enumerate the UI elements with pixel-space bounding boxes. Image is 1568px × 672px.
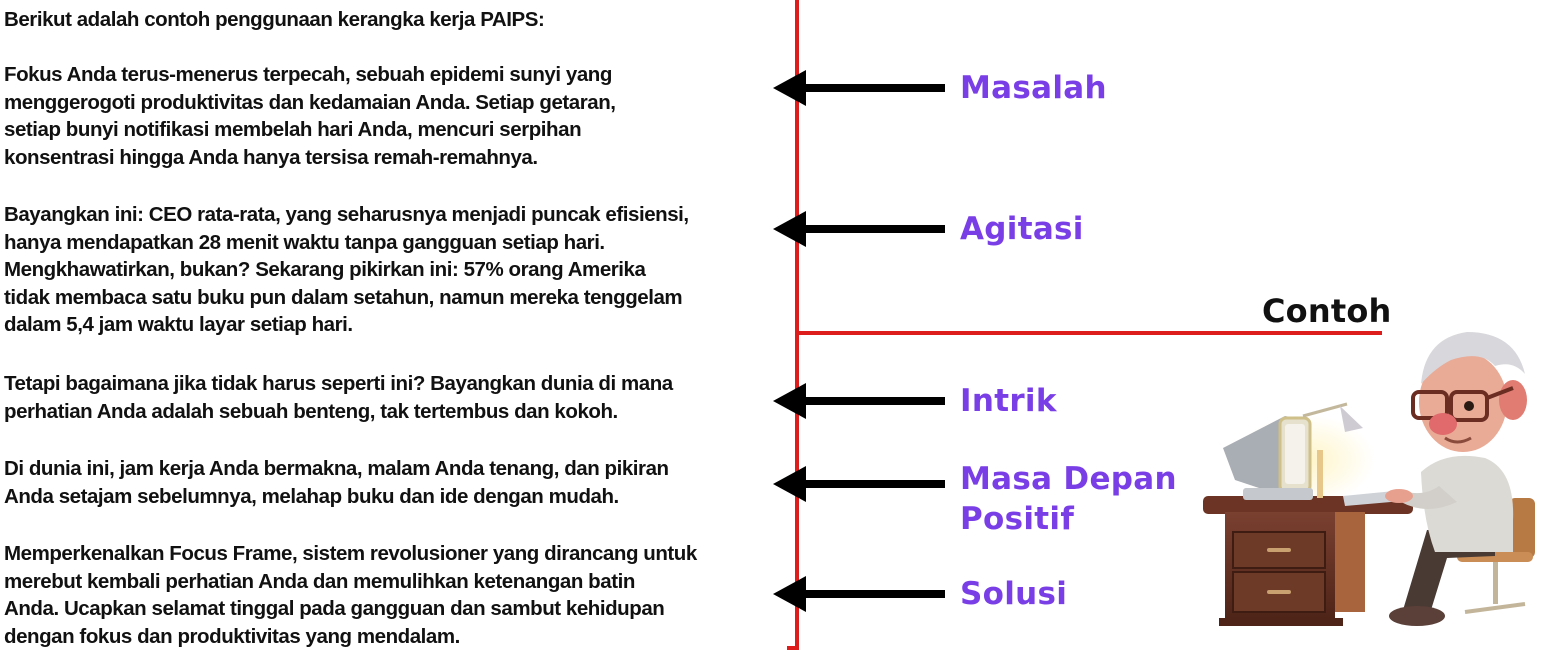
- arrow-left-icon: [773, 576, 945, 612]
- arrow-left-icon: [773, 211, 945, 247]
- label-masalah: Masalah: [960, 70, 1107, 106]
- section-divider-line: [797, 331, 1382, 335]
- paragraph-solusi: Memperkenalkan Focus Frame, sistem revol…: [4, 542, 697, 648]
- arrow-left-icon: [773, 70, 945, 106]
- label-intrik: Intrik: [960, 383, 1057, 419]
- label-masa-depan-positif: Masa Depan Positif: [960, 461, 1177, 537]
- paragraph-masalah: Fokus Anda terus-menerus terpecah, sebua…: [4, 63, 616, 169]
- label-agitasi: Agitasi: [960, 211, 1084, 247]
- arrow-left-icon: [773, 466, 945, 502]
- label-solusi: Solusi: [960, 576, 1068, 612]
- paragraph-agitasi: Bayangkan ini: CEO rata-rata, yang sehar…: [4, 203, 689, 336]
- vertical-bracket-line: [795, 0, 799, 650]
- paragraph-masa-depan-positif: Di dunia ini, jam kerja Anda bermakna, m…: [4, 457, 669, 508]
- arrow-left-icon: [773, 383, 945, 419]
- bracket-bottom-hook: [787, 646, 799, 650]
- elderly-man-computer-illustration: [1203, 332, 1535, 626]
- paragraph-intrik: Tetapi bagaimana jika tidak harus sepert…: [4, 372, 673, 423]
- intro-text: Berikut adalah contoh penggunaan kerangk…: [4, 8, 545, 31]
- section-title-contoh: Contoh: [1262, 292, 1392, 330]
